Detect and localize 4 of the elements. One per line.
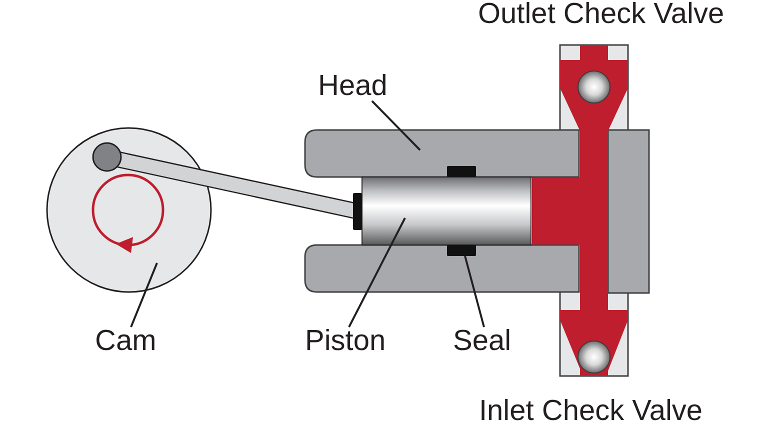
part-label: Cam	[95, 327, 156, 356]
part-label: Outlet Check Valve	[478, 0, 724, 29]
part-label: Inlet Check Valve	[479, 397, 703, 426]
leader-line	[130, 262, 158, 328]
